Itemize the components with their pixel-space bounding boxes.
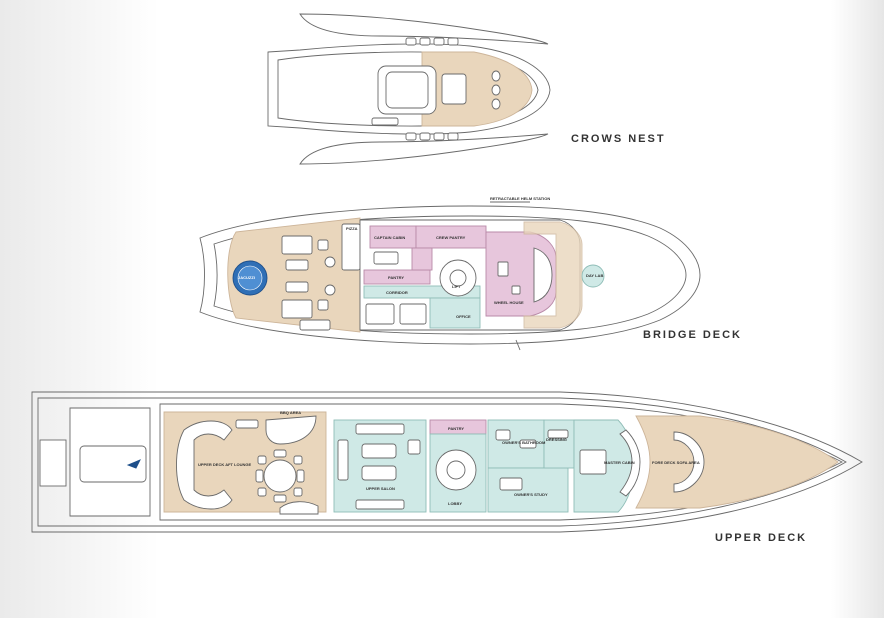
label-captain-cabin: CAPTAIN CABIN (374, 235, 405, 240)
label-jacuzzi: JACUZZI (238, 275, 255, 280)
bridge-deck-title: BRIDGE DECK (643, 329, 743, 341)
crows-nest-wing-top (299, 13, 549, 45)
bridge-interior-fixtures (365, 251, 521, 325)
fore-deck-sofa (673, 431, 705, 493)
label-pizza: PIZZA (346, 226, 358, 231)
bridge-hull-outer (199, 205, 701, 345)
crows-nest-title: CROWS NEST (571, 133, 666, 145)
mast-marker (126, 459, 141, 469)
crows-nest-plan (267, 13, 551, 165)
bridge-pantry (363, 269, 431, 285)
label-aft-lounge: UPPER DECK AFT LOUNGE (198, 462, 252, 467)
label-bridge-lift: LIFT (452, 284, 461, 289)
label-crew-pantry: CREW PANTRY (436, 235, 466, 240)
bridge-fore-teak (523, 221, 583, 329)
label-bbq-area: BBQ AREA (280, 410, 301, 415)
aft-lounge-table (263, 459, 297, 493)
aft-lounge-sofa (176, 420, 233, 510)
label-corridor: CORRIDOR (386, 290, 408, 295)
swim-platform (39, 439, 67, 487)
upper-hull-outer (31, 391, 863, 533)
label-dressing: DRESSING (546, 437, 567, 442)
label-master-cabin: MASTER CABIN (604, 460, 635, 465)
label-day-lab: DAY LAB (586, 273, 603, 278)
label-office: OFFICE (456, 314, 471, 319)
upper-deck-title: UPPER DECK (715, 532, 808, 544)
label-lobby: LOBBY (448, 501, 462, 506)
label-fore-deck-sofa: FORE DECK SOFA AREA (652, 460, 700, 465)
label-upper-salon: UPPER SALON (366, 486, 395, 491)
aft-garage-ramp (79, 445, 147, 483)
bridge-aft-furniture (281, 223, 361, 331)
upper-salon-furniture (337, 423, 421, 510)
label-bridge-pantry: PANTRY (388, 275, 404, 280)
label-owners-study: OWNER'S STUDY (514, 492, 548, 497)
label-retractable-helm: RETRACTABLE HELM STATION (490, 196, 550, 201)
crows-nest-seats (371, 37, 501, 141)
label-upper-pantry: PANTRY (448, 426, 464, 431)
master-furniture (495, 429, 607, 491)
label-owners-bathroom: OWNER'S BATHROOM (502, 440, 546, 445)
dressing-room (543, 419, 575, 469)
day-lab (581, 264, 605, 288)
label-wheel-house: WHEEL HOUSE (494, 300, 524, 305)
bridge-deck-plan (199, 201, 701, 351)
upper-deck-plan (31, 391, 863, 533)
crows-nest-teak (421, 51, 533, 127)
crows-nest-wing-bottom (299, 133, 549, 165)
aft-lounge-chairs (255, 449, 305, 503)
bbq-bar (265, 415, 317, 445)
